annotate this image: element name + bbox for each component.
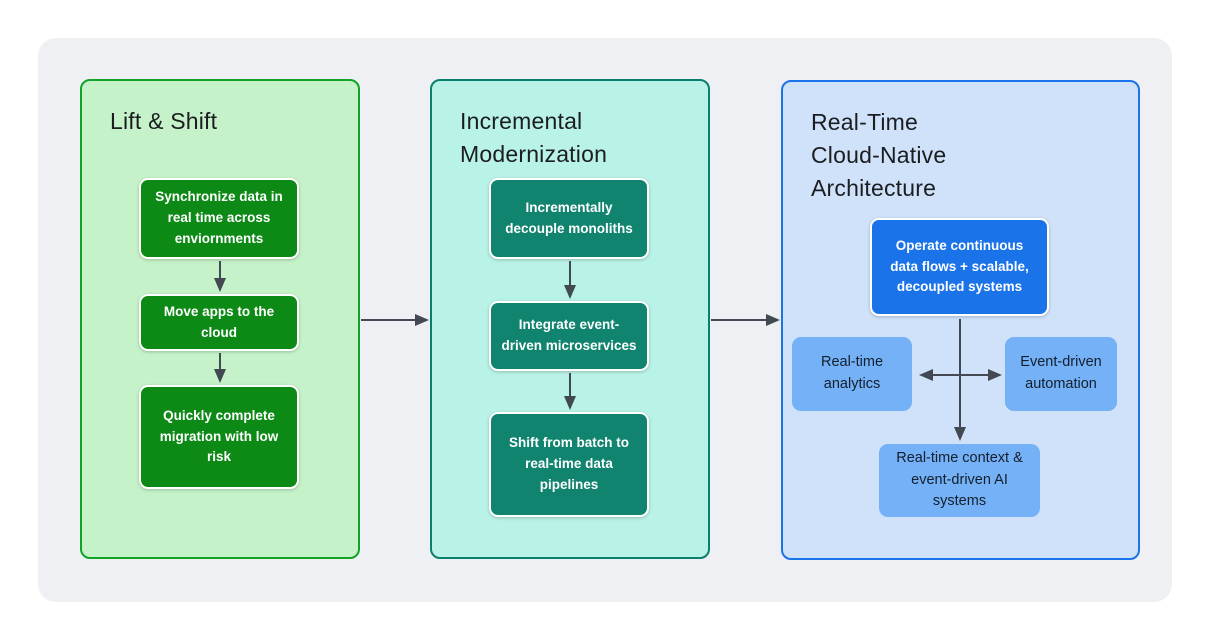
node-realtime-analytics: Real-time analytics xyxy=(792,337,912,411)
step-integrate-microservices: Integrate event-driven microservices xyxy=(489,301,649,371)
panel-lift-shift-title: Lift & Shift xyxy=(110,108,218,134)
step-move-apps: Move apps to the cloud xyxy=(139,294,299,351)
step-synchronize-data: Synchronize data in real time across env… xyxy=(139,178,299,259)
node-operate-continuous-flows: Operate continuous data flows + scalable… xyxy=(870,218,1049,316)
panel-realtime-cloud-native: Real-Time Cloud-Native Architecture Oper… xyxy=(781,80,1140,560)
panel-realtime-title: Real-Time Cloud-Native Architecture xyxy=(811,109,947,201)
node-event-driven-automation: Event-driven automation xyxy=(1005,337,1117,411)
panel-incremental-title: Incremental Modernization xyxy=(460,108,608,167)
panel-incremental-modernization: Incremental Modernization Incrementally … xyxy=(430,79,710,559)
diagram-card: Lift & Shift Synchronize data in real ti… xyxy=(38,38,1172,602)
step-quick-migration: Quickly complete migration with low risk xyxy=(139,385,299,489)
node-realtime-ai-systems: Real-time context & event-driven AI syst… xyxy=(879,444,1040,517)
panel-lift-shift: Lift & Shift Synchronize data in real ti… xyxy=(80,79,360,559)
step-decouple-monoliths: Incrementally decouple monoliths xyxy=(489,178,649,259)
step-shift-pipelines: Shift from batch to real-time data pipel… xyxy=(489,412,649,517)
